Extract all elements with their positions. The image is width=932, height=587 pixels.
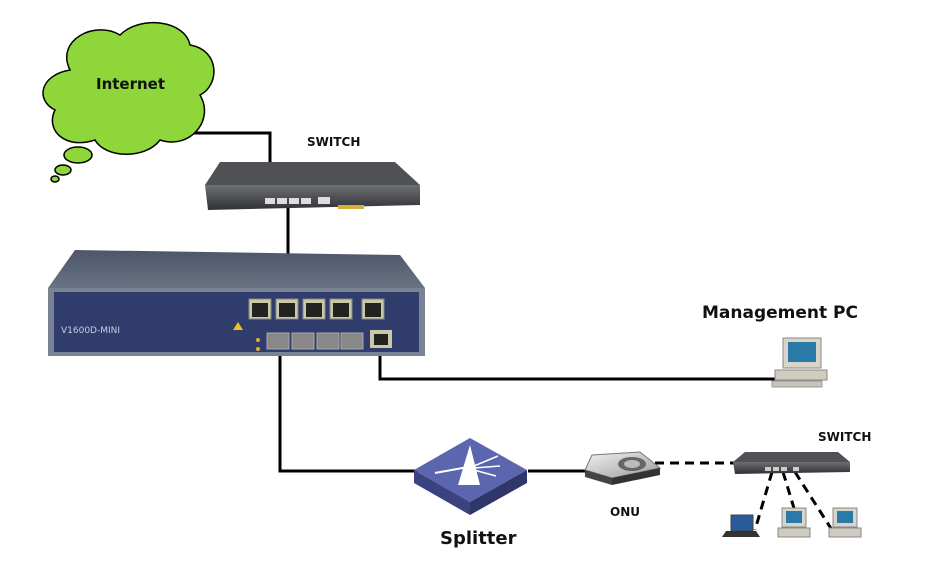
desktop-pc-icon [777, 507, 811, 538]
core-switch-icon [205, 162, 420, 210]
internet-label: Internet [96, 75, 166, 93]
link-olt-splitter [278, 343, 418, 473]
splitter-label: Splitter [440, 528, 517, 549]
access-switch-label: SWITCH [818, 430, 872, 444]
link-olt-management-pc [378, 342, 775, 381]
management-pc-icon [771, 337, 828, 388]
internet-cloud-icon [42, 21, 215, 183]
access-switch-icon [733, 452, 850, 474]
splitter-icon [414, 438, 527, 515]
desktop-pc-icon [828, 507, 862, 538]
laptop-icon [722, 514, 760, 537]
olt-device-icon [48, 250, 425, 356]
onu-label: ONU [610, 505, 640, 519]
management-pc-label: Management PC [702, 303, 858, 323]
olt-model-label: V1600D-MINI [61, 326, 121, 336]
core-switch-label: SWITCH [307, 135, 361, 149]
onu-icon [584, 451, 662, 485]
